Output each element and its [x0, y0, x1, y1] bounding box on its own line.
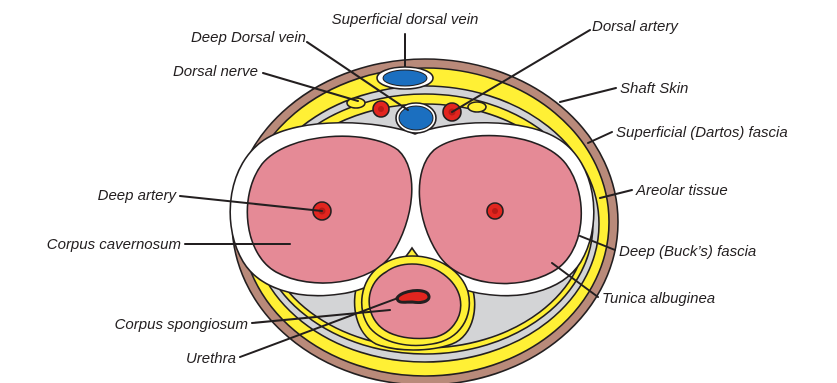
label-superficial-dartos-fascia: Superficial (Dartos) fascia — [616, 124, 788, 141]
label-tunica-albuginea: Tunica albuginea — [602, 290, 715, 307]
label-shaft-skin: Shaft Skin — [620, 80, 688, 97]
superficial-dorsal-vein-lumen — [383, 70, 427, 86]
label-deep-dorsal-vein: Deep Dorsal vein — [191, 29, 306, 46]
deep-dorsal-vein-lumen — [399, 106, 433, 130]
label-corpus-cavernosum: Corpus cavernosum — [47, 236, 181, 253]
label-deep-bucks-fascia: Deep (Buck’s) fascia — [619, 243, 756, 260]
label-areolar-tissue: Areolar tissue — [635, 182, 728, 199]
label-superficial-dorsal-vein: Superficial dorsal vein — [332, 11, 479, 28]
urethra — [397, 291, 429, 303]
label-dorsal-nerve: Dorsal nerve — [173, 63, 258, 80]
leader-superficial-dartos-fascia — [588, 132, 612, 143]
leader-shaft-skin — [560, 88, 616, 102]
dorsal-nerve-right — [468, 102, 486, 112]
label-dorsal-artery: Dorsal artery — [592, 18, 679, 35]
label-deep-artery: Deep artery — [98, 187, 178, 204]
dorsal-artery-left-lumen — [378, 106, 384, 112]
deep-artery-right-lumen — [492, 208, 498, 214]
label-urethra: Urethra — [186, 350, 236, 367]
label-corpus-spongiosum: Corpus spongiosum — [115, 316, 248, 333]
